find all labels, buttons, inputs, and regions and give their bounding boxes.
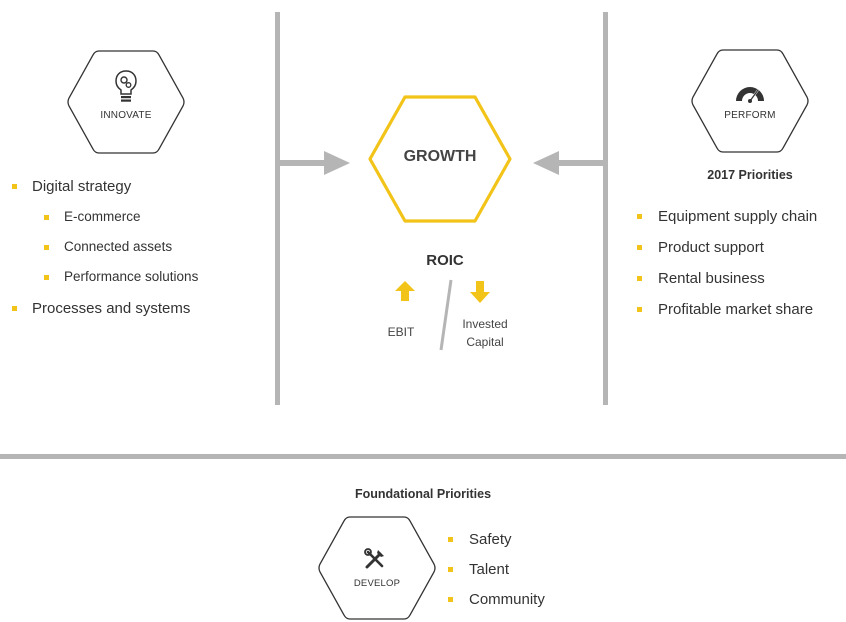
foundational-heading: Foundational Priorities	[354, 487, 492, 501]
list-item: Rental business	[637, 270, 817, 301]
list-item-label: Digital strategy	[32, 178, 132, 195]
bullet-icon	[448, 537, 453, 542]
right-arrow	[533, 151, 603, 175]
tools-icon	[364, 548, 384, 569]
develop-list: Safety Talent Community	[448, 531, 545, 613]
bullet-icon	[448, 567, 453, 572]
list-item: Performance solutions	[12, 269, 198, 300]
lightbulb-gear-icon	[115, 70, 137, 102]
develop-label: DEVELOP	[353, 578, 401, 589]
innovate-label: INNOVATE	[100, 110, 152, 121]
roic-label: ROIC	[426, 252, 464, 269]
list-item-label: E-commerce	[64, 209, 141, 224]
innovate-hexagon	[67, 50, 185, 154]
invested-label: Invested	[462, 317, 508, 331]
perform-label: PERFORM	[724, 110, 776, 121]
bullet-icon	[12, 306, 17, 311]
bottom-divider	[0, 454, 846, 459]
list-item-label: Product support	[658, 239, 764, 256]
list-item: Talent	[448, 561, 545, 591]
innovate-list: Digital strategy E-commerce Connected as…	[12, 178, 198, 330]
left-divider	[275, 12, 280, 405]
list-item-label: Talent	[469, 561, 510, 578]
list-item: Profitable market share	[637, 301, 817, 332]
ebit-label: EBIT	[387, 325, 415, 339]
list-item-label: Equipment supply chain	[658, 208, 818, 225]
perform-list: Equipment supply chain Product support R…	[637, 208, 817, 332]
list-item-label: Profitable market share	[658, 301, 814, 318]
list-item: E-commerce	[12, 209, 198, 239]
list-item: Safety	[448, 531, 545, 561]
bullet-icon	[448, 597, 453, 602]
perform-heading: 2017 Priorities	[707, 168, 793, 182]
growth-hexagon	[368, 95, 512, 223]
list-item-label: Safety	[469, 531, 512, 548]
left-arrow	[280, 151, 350, 175]
bullet-icon	[637, 214, 642, 219]
bullet-icon	[637, 307, 642, 312]
bullet-icon	[44, 215, 49, 220]
list-item-label: Connected assets	[64, 239, 173, 254]
bullet-icon	[12, 184, 17, 189]
bullet-icon	[44, 245, 49, 250]
divider-slash	[439, 279, 453, 351]
bullet-icon	[637, 245, 642, 250]
list-item: Digital strategy	[12, 178, 198, 209]
list-item: Product support	[637, 239, 817, 270]
list-item-label: Processes and systems	[32, 300, 191, 317]
list-item: Connected assets	[12, 239, 198, 269]
list-item: Processes and systems	[12, 300, 198, 330]
bullet-icon	[44, 275, 49, 280]
list-item-label: Community	[469, 591, 545, 608]
list-item: Equipment supply chain	[637, 208, 817, 239]
down-arrow-icon	[470, 281, 490, 303]
right-divider	[603, 12, 608, 405]
bullet-icon	[637, 276, 642, 281]
capital-label: Capital	[466, 335, 504, 349]
growth-label: GROWTH	[403, 148, 477, 165]
list-item: Community	[448, 591, 545, 613]
list-item-label: Performance solutions	[64, 269, 199, 284]
up-arrow-icon	[395, 281, 415, 301]
speedometer-icon	[736, 87, 764, 103]
list-item-label: Rental business	[658, 270, 765, 287]
